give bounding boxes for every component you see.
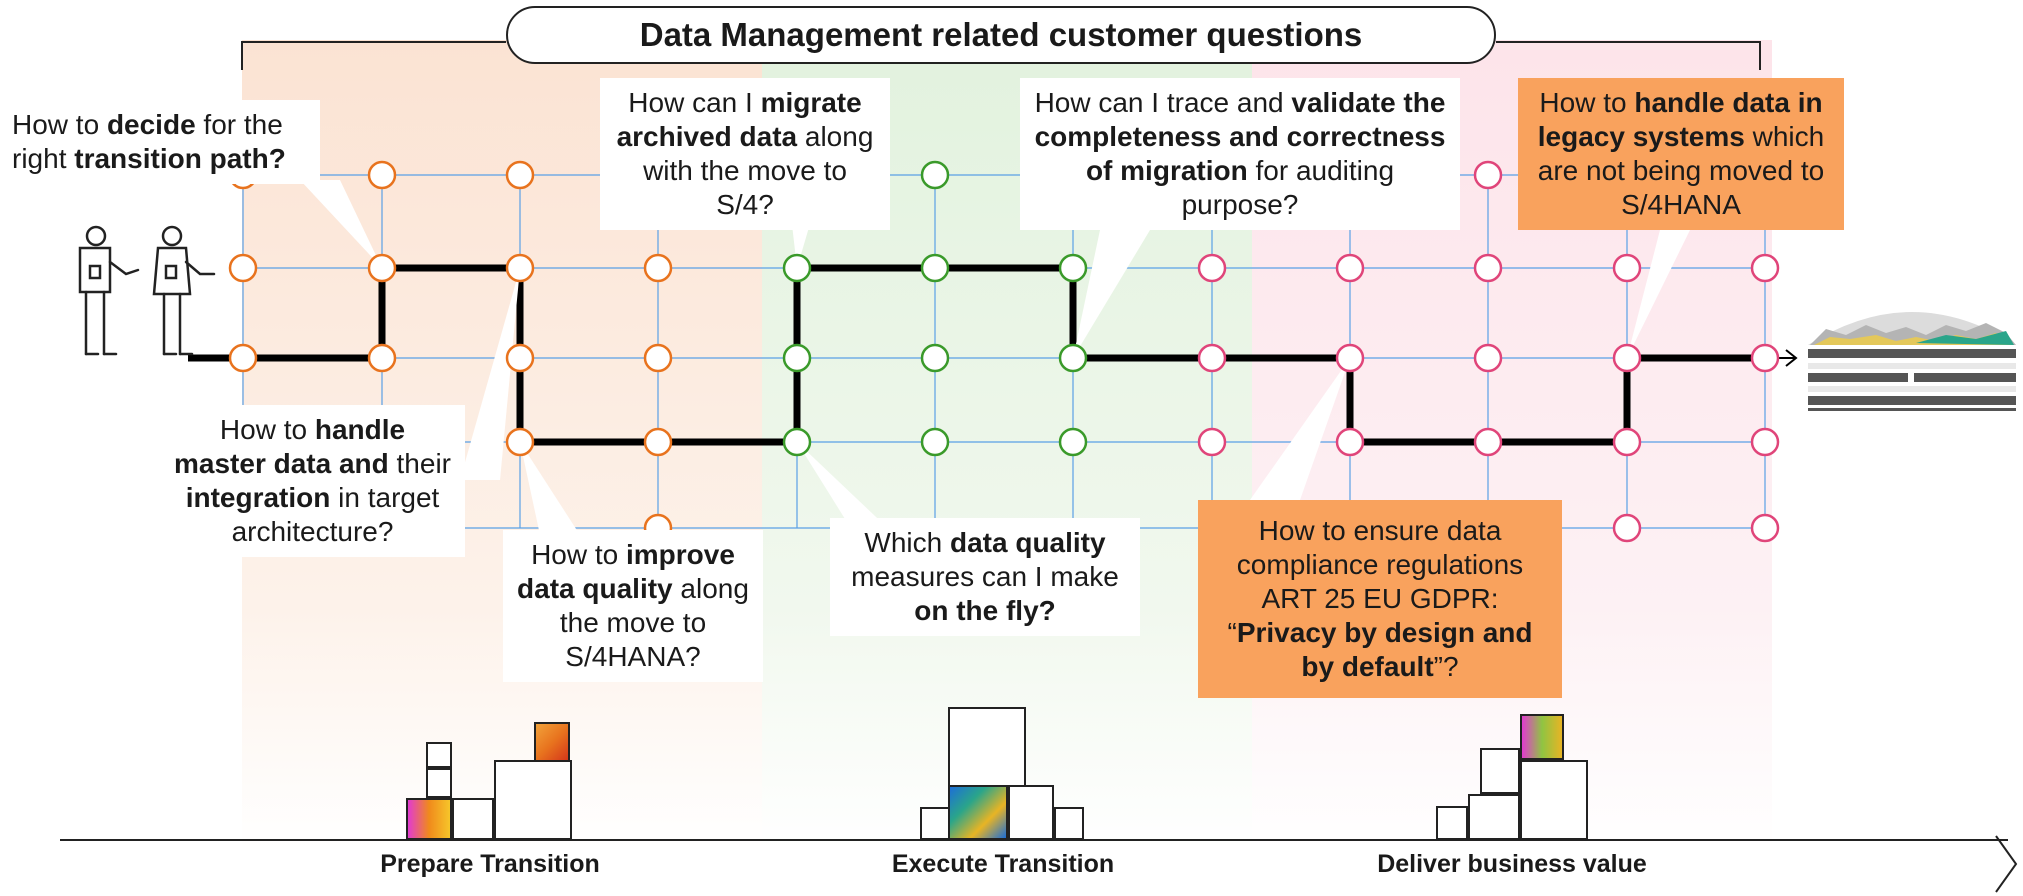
phase-label-prepare: Prepare Transition xyxy=(380,850,600,878)
grid-node xyxy=(920,343,950,373)
orange-gradient-tile xyxy=(534,722,570,764)
grid-node xyxy=(228,253,258,283)
grid-node xyxy=(228,343,258,373)
grid-node xyxy=(1473,343,1503,373)
grid-node xyxy=(1612,427,1642,457)
grid-node xyxy=(1335,427,1365,457)
callout-pointer xyxy=(797,442,895,535)
grid-node xyxy=(1058,253,1088,283)
prepare-transition-icons xyxy=(406,722,576,840)
question-legacy-systems: How to handle data in legacy systems whi… xyxy=(1518,78,1844,230)
list-tile xyxy=(426,768,452,798)
title-bracket xyxy=(241,41,1761,70)
callout-pointer xyxy=(1073,230,1150,358)
grid-node xyxy=(643,343,673,373)
timeline-arrow xyxy=(60,835,2018,893)
grid-node xyxy=(505,160,535,190)
diagram-title: Data Management related customer questio… xyxy=(506,6,1496,64)
grid-node xyxy=(782,253,812,283)
grid-node xyxy=(1197,343,1227,373)
callout-pointer xyxy=(1627,230,1690,358)
grid-node xyxy=(1750,253,1780,283)
question-gdpr-compliance: How to ensure data compliance regulation… xyxy=(1198,500,1562,698)
callout-pointer xyxy=(1250,358,1350,500)
grid-node xyxy=(1058,343,1088,373)
grid-node xyxy=(1750,427,1780,457)
tools-tile xyxy=(452,798,494,840)
phase-label-execute: Execute Transition xyxy=(891,850,1115,878)
grid-node xyxy=(643,427,673,457)
grid-node xyxy=(1612,513,1642,543)
grid-node xyxy=(1750,343,1780,373)
question-archived-data: How can I migrate archived data along wi… xyxy=(600,78,890,230)
grid-node xyxy=(643,253,673,283)
deliver-value-icons xyxy=(1428,714,1608,840)
grid-node xyxy=(920,160,950,190)
question-improve-data-quality: How to improve data quality along the mo… xyxy=(503,530,763,682)
people-illustration xyxy=(78,225,216,356)
callout-pointer xyxy=(300,180,382,268)
phase-label-deliver: Deliver business value xyxy=(1377,850,1647,878)
callout-pointer xyxy=(460,268,520,480)
grid-node xyxy=(1473,253,1503,283)
question-transition-path: How to decide for the right transition p… xyxy=(0,100,320,184)
process-card xyxy=(948,707,1026,787)
grid-node xyxy=(1335,343,1365,373)
question-on-the-fly: Which data quality measures can I make o… xyxy=(830,518,1140,636)
grid-node xyxy=(1473,160,1503,190)
video-tile xyxy=(1480,748,1520,794)
video-tile xyxy=(426,742,452,768)
document-card xyxy=(1008,785,1054,840)
grid-node xyxy=(782,427,812,457)
grid-node xyxy=(367,253,397,283)
grid-node xyxy=(1197,253,1227,283)
question-validate-migration: How can I trace and validate the complet… xyxy=(1020,78,1460,230)
grid-node xyxy=(1058,427,1088,457)
grid-node xyxy=(920,427,950,457)
grid-node xyxy=(505,253,535,283)
document-card xyxy=(1520,760,1588,840)
grid-node xyxy=(1750,513,1780,543)
grid-node xyxy=(367,343,397,373)
grid-node xyxy=(1473,427,1503,457)
target-architecture-graphic xyxy=(1808,312,2016,411)
grid-node xyxy=(505,427,535,457)
grid-node xyxy=(505,343,535,373)
grid-node xyxy=(1335,253,1365,283)
transition-path xyxy=(188,264,1765,446)
question-master-data: How to handle master data and their inte… xyxy=(160,405,465,557)
tools-tile xyxy=(1468,794,1520,840)
document-card xyxy=(494,760,572,840)
callout-pointer xyxy=(520,442,580,535)
grid-node xyxy=(782,343,812,373)
execute-transition-icons xyxy=(918,707,1098,840)
grid-node xyxy=(1612,253,1642,283)
grid-node xyxy=(1612,343,1642,373)
magenta-yellow-tile xyxy=(1520,714,1564,760)
grid-node xyxy=(920,253,950,283)
grid-node xyxy=(367,160,397,190)
grid-node xyxy=(1197,427,1227,457)
